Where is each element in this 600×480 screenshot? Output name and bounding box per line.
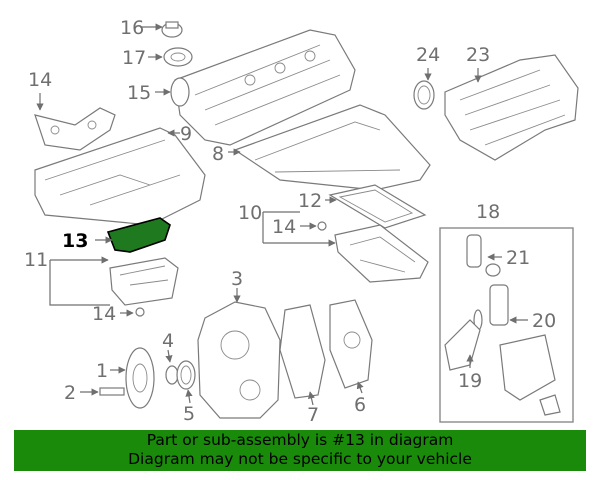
callout-5: 5 (183, 403, 195, 425)
callouts: 16 17 15 14 9 8 13 11 14 10 12 14 24 23 … (24, 17, 556, 426)
callout-22: 21 (506, 247, 530, 269)
part-12-gasket (328, 184, 427, 229)
part-11-lower-oil-pan (109, 257, 179, 306)
callout-12: 12 (298, 190, 322, 212)
part-14-drain-plug (135, 221, 327, 317)
callout-4: 4 (162, 330, 174, 352)
part-10-lower-pan (334, 224, 429, 283)
callout-23: 23 (466, 44, 490, 66)
callout-24: 24 (416, 44, 440, 66)
info-banner: Part or sub-assembly is #13 in diagram D… (14, 430, 586, 471)
callout-17: 16 (120, 17, 144, 39)
part-4-seal (165, 365, 179, 385)
part-23-intake-manifold (444, 54, 579, 161)
callout-8: 8 (212, 143, 224, 165)
part-13-gasket-highlighted (106, 217, 171, 253)
callout-20: 19 (458, 370, 482, 392)
callout-14-right: 14 (272, 216, 296, 238)
callout-18: 17 (122, 47, 146, 69)
part-19-group-box (439, 227, 574, 423)
callout-7: 7 (307, 404, 319, 426)
callout-19: 18 (476, 201, 500, 223)
callout-15: 14 (28, 69, 52, 91)
callout-13-highlighted: 13 (62, 230, 88, 252)
banner-line-1: Part or sub-assembly is #13 in diagram (146, 431, 454, 449)
part-1-pulley (125, 347, 155, 409)
part-3-timing-cover (197, 301, 281, 419)
part-18-seal (163, 47, 193, 67)
part-15-bracket (34, 107, 116, 151)
part-16-valve-cover (170, 29, 356, 146)
part-8-oil-pan-frame (233, 104, 431, 191)
callout-10: 10 (238, 202, 262, 224)
callout-1: 1 (96, 360, 108, 382)
part-17-cap (161, 21, 183, 38)
callout-2: 2 (64, 382, 76, 404)
parts-diagram: 16 17 15 14 9 8 13 11 14 10 12 14 24 23 … (24, 17, 579, 426)
leader-lines (36, 23, 528, 406)
callout-9: 9 (180, 123, 192, 145)
part-7-gasket (279, 304, 326, 399)
callout-11: 11 (24, 249, 48, 271)
part-9-upper-oil-pan (34, 127, 206, 226)
part-5-seal (176, 360, 196, 390)
part-6-cover (329, 299, 373, 389)
banner-line-2: Diagram may not be specific to your vehi… (128, 450, 472, 468)
callout-6: 6 (354, 394, 366, 416)
callout-16: 15 (127, 82, 151, 104)
callout-14-left: 14 (92, 303, 116, 325)
callout-3: 3 (231, 268, 243, 290)
part-24-seal (413, 80, 435, 110)
part-2-bolt (99, 387, 125, 396)
callout-21: 20 (532, 310, 556, 332)
